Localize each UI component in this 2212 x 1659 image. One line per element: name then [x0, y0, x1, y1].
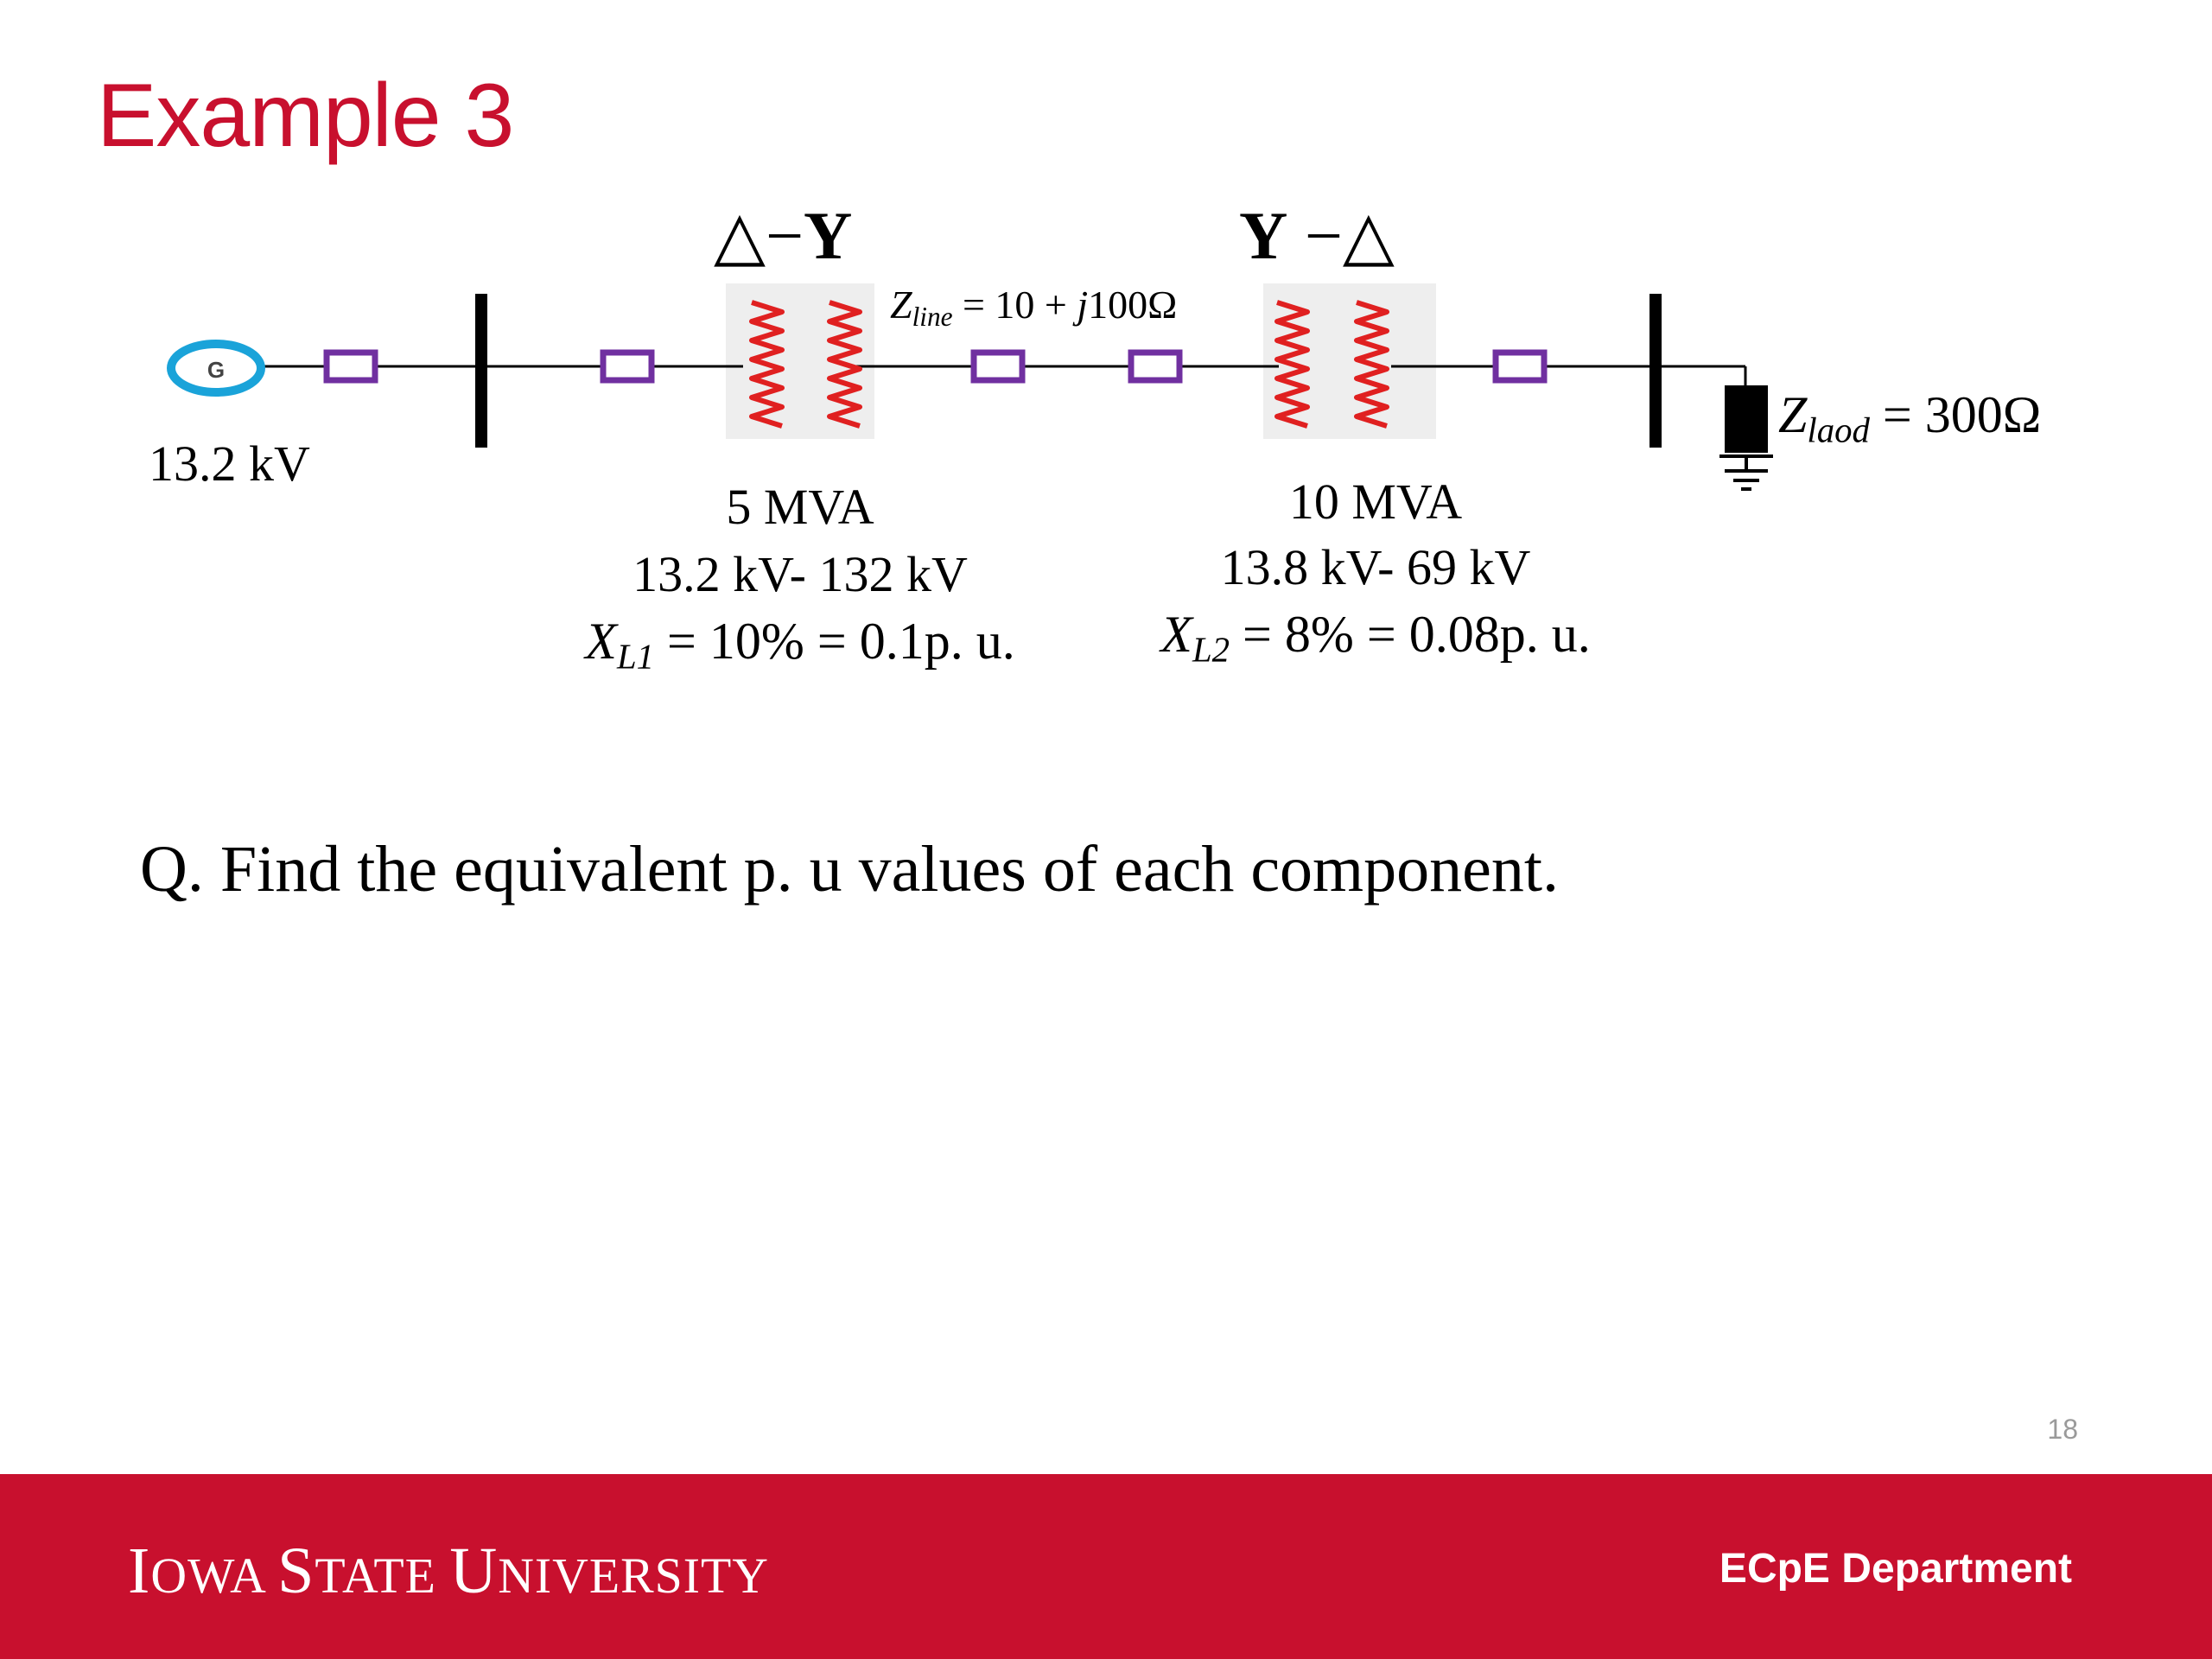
breaker-icon: [1128, 349, 1183, 384]
wye-symbol: Y: [1239, 198, 1288, 273]
transformer1-reactance: XL1 = 10% = 0.1p. u.: [585, 613, 1015, 677]
breaker-icon: [1492, 349, 1548, 384]
slide-title: Example 3: [97, 66, 514, 166]
generator-voltage: 13.2 kV: [149, 435, 310, 492]
transformer1-connection: △−Y: [714, 198, 853, 273]
transformer1-rating: 5 MVA: [726, 479, 874, 535]
svg-text:G: G: [207, 357, 225, 383]
generator-icon: G: [167, 340, 265, 397]
ground-icon: [1719, 454, 1773, 491]
bus-1: [475, 294, 487, 448]
transformer2-reactance: XL2 = 8% = 0.08p. u.: [1160, 606, 1591, 670]
winding-icon: [827, 300, 862, 429]
breaker-icon: [970, 349, 1026, 384]
winding-icon: [749, 300, 785, 429]
breaker-icon: [600, 349, 655, 384]
transformer2-connection: Y −△: [1239, 198, 1395, 273]
winding-icon: [1274, 300, 1310, 429]
one-line-diagram: G: [167, 283, 1773, 491]
transformer-windings: [749, 300, 1389, 429]
question-text: Q. Find the equivalent p. u values of ea…: [140, 833, 1560, 906]
university-logo: IOWA STATE UNIVERSITY: [128, 1535, 769, 1607]
line-impedance: Zline = 10 + j100Ω: [890, 283, 1178, 332]
department-label: ECpE Department: [1719, 1546, 2072, 1592]
page-number: 18: [2047, 1414, 2078, 1445]
delta-symbol: △: [714, 198, 766, 273]
load-icon: [1725, 385, 1768, 453]
footer-bar: IOWA STATE UNIVERSITY ECpE Department: [0, 1474, 2212, 1659]
delta-symbol: △: [1342, 198, 1395, 273]
breaker-icon: [323, 349, 378, 384]
bus-2: [1649, 294, 1662, 448]
transformer1-voltage: 13.2 kV- 132 kV: [632, 546, 968, 602]
circuit-breakers: [323, 349, 1548, 384]
transformer2-voltage: 13.8 kV- 69 kV: [1220, 539, 1531, 595]
transformer1-background: [726, 283, 874, 439]
transformer2-rating: 10 MVA: [1288, 474, 1463, 530]
wye-symbol: Y: [804, 198, 853, 273]
load-impedance: Zlaod = 300Ω: [1778, 386, 2042, 450]
winding-icon: [1354, 300, 1389, 429]
